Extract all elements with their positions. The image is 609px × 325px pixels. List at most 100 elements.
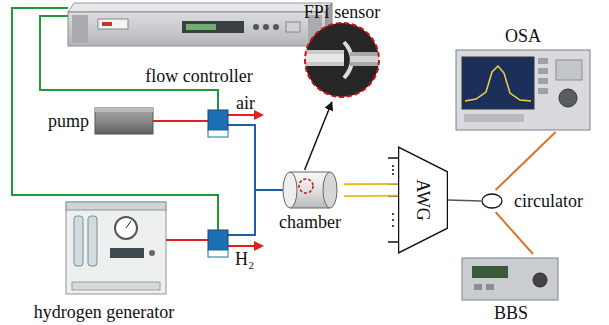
fpi-sensor-photo [305, 23, 379, 97]
flow-controller-unit [263, 24, 269, 30]
device-label-box: flow controller [68, 2, 330, 86]
bbs-unit [533, 273, 547, 287]
awg-port [392, 169, 394, 171]
chamber-cylinder [299, 179, 313, 193]
gas-line-blue [228, 190, 255, 235]
chamber-cylinder [323, 172, 337, 208]
connector [305, 102, 332, 170]
hydrogen-generator-unit [115, 217, 137, 239]
fpi-sensor-photo [350, 52, 390, 66]
flow-controller-unit [186, 24, 216, 30]
connector [448, 200, 481, 201]
hydrogen-generator-unit [66, 202, 166, 294]
hydrogen-generator-unit [66, 202, 166, 210]
valve [208, 110, 228, 257]
hydrogen-generator-unit [88, 216, 97, 266]
chamber-cylinder [283, 172, 337, 208]
hydrogen-generator-unit [110, 248, 144, 258]
valve [208, 110, 228, 130]
hydrogen-generator-unit [72, 282, 160, 290]
osa-unit [559, 89, 577, 107]
gas-line-blue [228, 125, 283, 235]
device-label-box: hydrogen generator [4, 198, 204, 322]
chamber-cylinder [290, 208, 330, 209]
hydrogen-generator-unit [149, 250, 155, 256]
device-label-box: BBS [456, 254, 566, 322]
awg-port [388, 157, 398, 159]
ellipse-outline [481, 190, 503, 212]
gas-line-blue [228, 125, 283, 190]
gas-label: H₂ [235, 249, 254, 269]
fpi-sensor-photo [300, 54, 344, 62]
fpi-sensor-photo [350, 56, 390, 62]
connector [496, 132, 556, 190]
node-label: BBS [494, 304, 528, 322]
hydrogen-generator-unit [126, 221, 131, 228]
flow-controller-unit [286, 22, 300, 32]
flow-controller-unit [182, 21, 244, 33]
osa-unit [538, 58, 548, 64]
connector [344, 183, 398, 185]
label-holder: H₂ [235, 249, 254, 269]
gas-line-red [153, 120, 208, 122]
osa-unit [538, 88, 548, 94]
sensor-photo-box: FPI sensor [296, 2, 388, 102]
flow-controller-unit [68, 12, 326, 46]
flow-controller-unit [98, 19, 128, 29]
flow-controller-unit [273, 24, 279, 30]
gas-line-red [228, 245, 256, 247]
node-label: chamber [279, 212, 341, 232]
trapezoid-outline [399, 147, 448, 253]
chamber-cylinder [290, 172, 330, 173]
connector [344, 195, 398, 197]
awg-port [392, 219, 394, 221]
exhaust-arrowhead [254, 241, 264, 251]
bbs-unit [462, 258, 558, 300]
device-label-box: pump [46, 106, 158, 136]
bbs-unit [472, 266, 508, 278]
chamber-cylinder [283, 172, 297, 208]
bbs-unit [486, 284, 494, 290]
node-label: hydrogen generator [34, 302, 174, 322]
label-holder: air [236, 93, 255, 113]
awg-port [392, 165, 394, 167]
connector [496, 212, 533, 254]
flow-controller-unit [72, 15, 88, 43]
osa-unit [556, 60, 582, 80]
node-label: circulator [514, 191, 583, 211]
osa-unit [538, 78, 548, 84]
osa-unit [464, 114, 524, 122]
awg-trapezoid: AWG [398, 146, 448, 254]
ellipse-outline [482, 194, 502, 208]
bbs-unit [462, 258, 558, 300]
pump-unit [95, 108, 153, 134]
bbs-unit [474, 284, 482, 290]
exhaust-arrowhead [254, 110, 264, 120]
osa-unit [465, 66, 531, 101]
fpi-sensor-photo [300, 23, 390, 97]
gas-line-red [153, 115, 256, 246]
valve [208, 130, 228, 137]
osa-unit [462, 57, 534, 109]
flow-controller-unit [68, 3, 332, 12]
awg-port [392, 225, 394, 227]
gas-label: air [236, 93, 255, 113]
pump-unit [95, 108, 153, 134]
pump-unit [95, 108, 153, 112]
gas-line-red [166, 239, 208, 241]
awg-port [392, 213, 394, 215]
osa-unit [456, 50, 590, 130]
valve [208, 230, 228, 250]
flow-controller-unit [102, 22, 112, 26]
awg-port [392, 173, 394, 175]
osa-unit [456, 50, 590, 130]
node-label: OSA [505, 26, 541, 46]
osa-unit [538, 68, 548, 74]
node-label: AWG [413, 179, 433, 221]
valve [208, 250, 228, 257]
circulator-ellipse: circulator [481, 190, 585, 212]
flow-controller-unit [68, 3, 332, 46]
